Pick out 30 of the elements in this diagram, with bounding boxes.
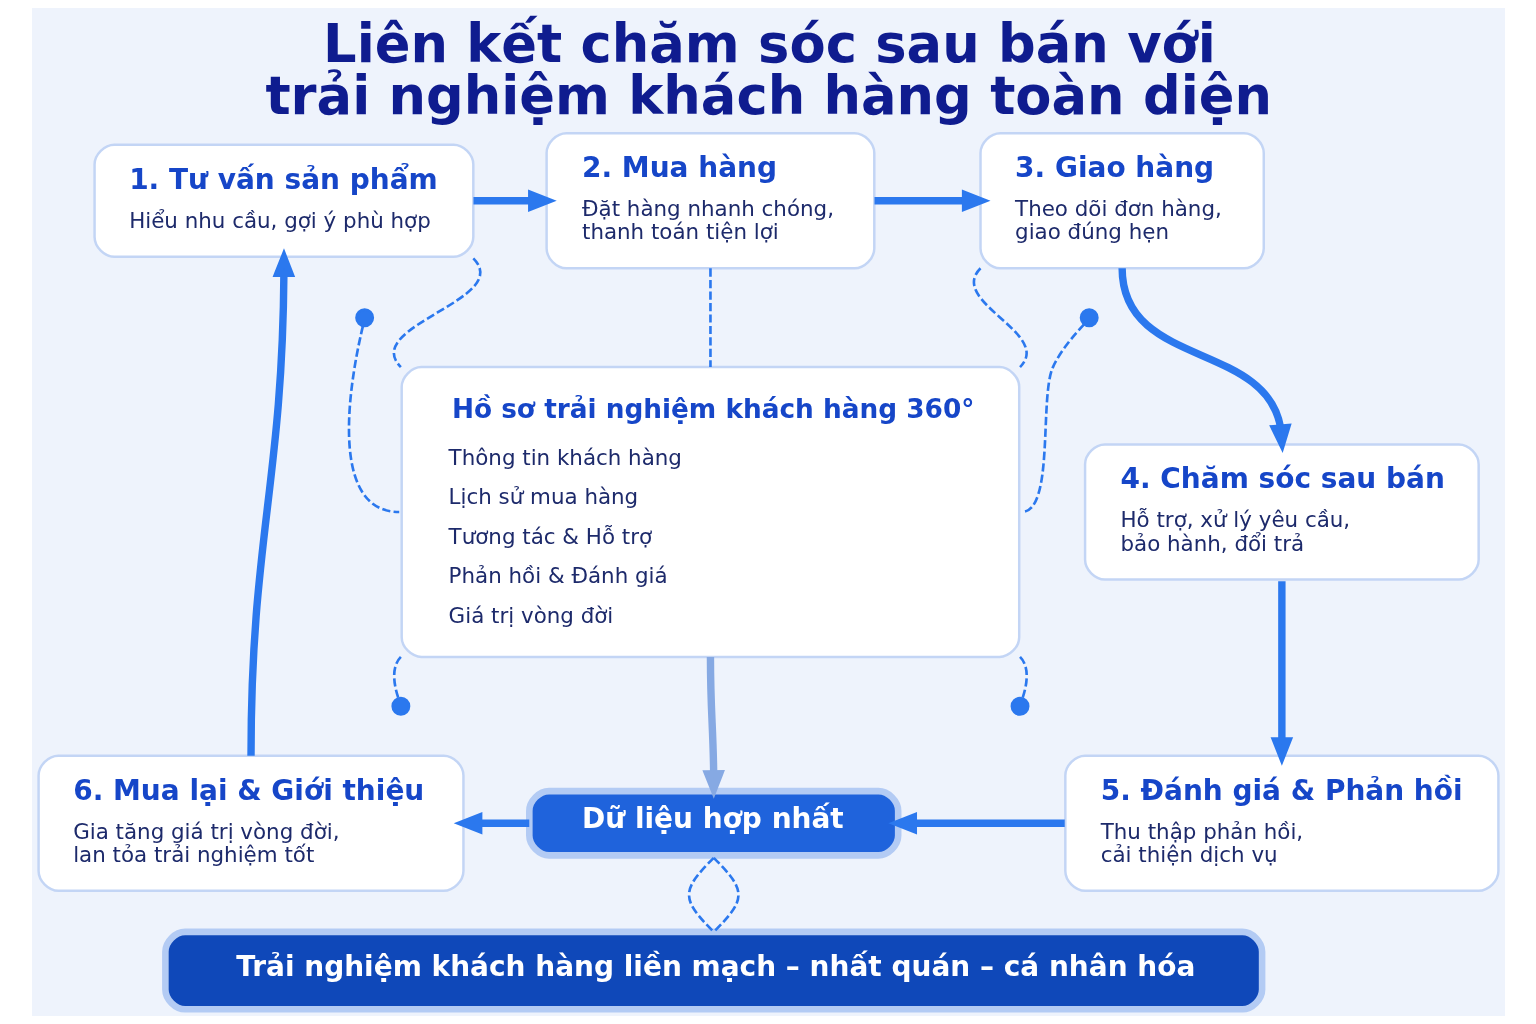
connector [712, 856, 740, 933]
node-box: Trải nghiệm khách hàng liền mạch – nhất quán – cá nhân hóa [161, 928, 1265, 1013]
node-circle [390, 696, 410, 716]
arrow [874, 189, 991, 213]
node-box: 2. Mua hàng Đặt hàng nhanh chóng, thanh toán tiện lợi [544, 132, 876, 270]
node-box: 1. Tư vấn sản phẩm Hiểu nhu cầu, gợi ý phù hợp [92, 143, 475, 258]
diagram-title: Liên kết chăm sóc sau bán với trải nghiệm khách hàng toàn diện [264, 12, 1272, 127]
arrow [453, 811, 529, 835]
connector [708, 268, 712, 368]
connector [687, 856, 715, 933]
connector [392, 656, 402, 699]
node-circle [1010, 696, 1029, 716]
connector [972, 267, 1028, 368]
node-circle [1079, 308, 1099, 328]
node-box: 6. Mua lại & Giới thiệu Gia tăng giá trị vòng đời, lan tỏa trải nghiệm tốt [36, 754, 465, 892]
connector [1018, 656, 1028, 699]
node-box: 3. Giao hàng Theo dõi đơn hàng, giao đúng hẹn [978, 132, 1265, 270]
connector [347, 325, 399, 514]
arrow [887, 811, 1065, 835]
arrow [701, 656, 725, 799]
arrow [246, 248, 295, 756]
node-circle [354, 308, 374, 328]
connector [392, 257, 481, 368]
arrow [1270, 581, 1293, 766]
arrow [1117, 267, 1292, 453]
arrow [472, 189, 557, 213]
node-box: 5. Đánh giá & Phản hồi Thu thập phản hồi, cải thiện dịch vụ [1063, 754, 1500, 892]
node-box: Dữ liệu hợp nhất [525, 787, 901, 859]
node-box: Hồ sơ trải nghiệm khách hàng 360° Thông tin khách hàng Lịch sử mua hàng Tương tác & Hỗ trợ Phản hồi & Đánh giá Giá trị vòng đời [399, 365, 1020, 659]
node-box: 4. Chăm sóc sau bán Hỗ trợ, xử lý yêu cầu, bảo hành, đổi trả [1083, 443, 1480, 581]
